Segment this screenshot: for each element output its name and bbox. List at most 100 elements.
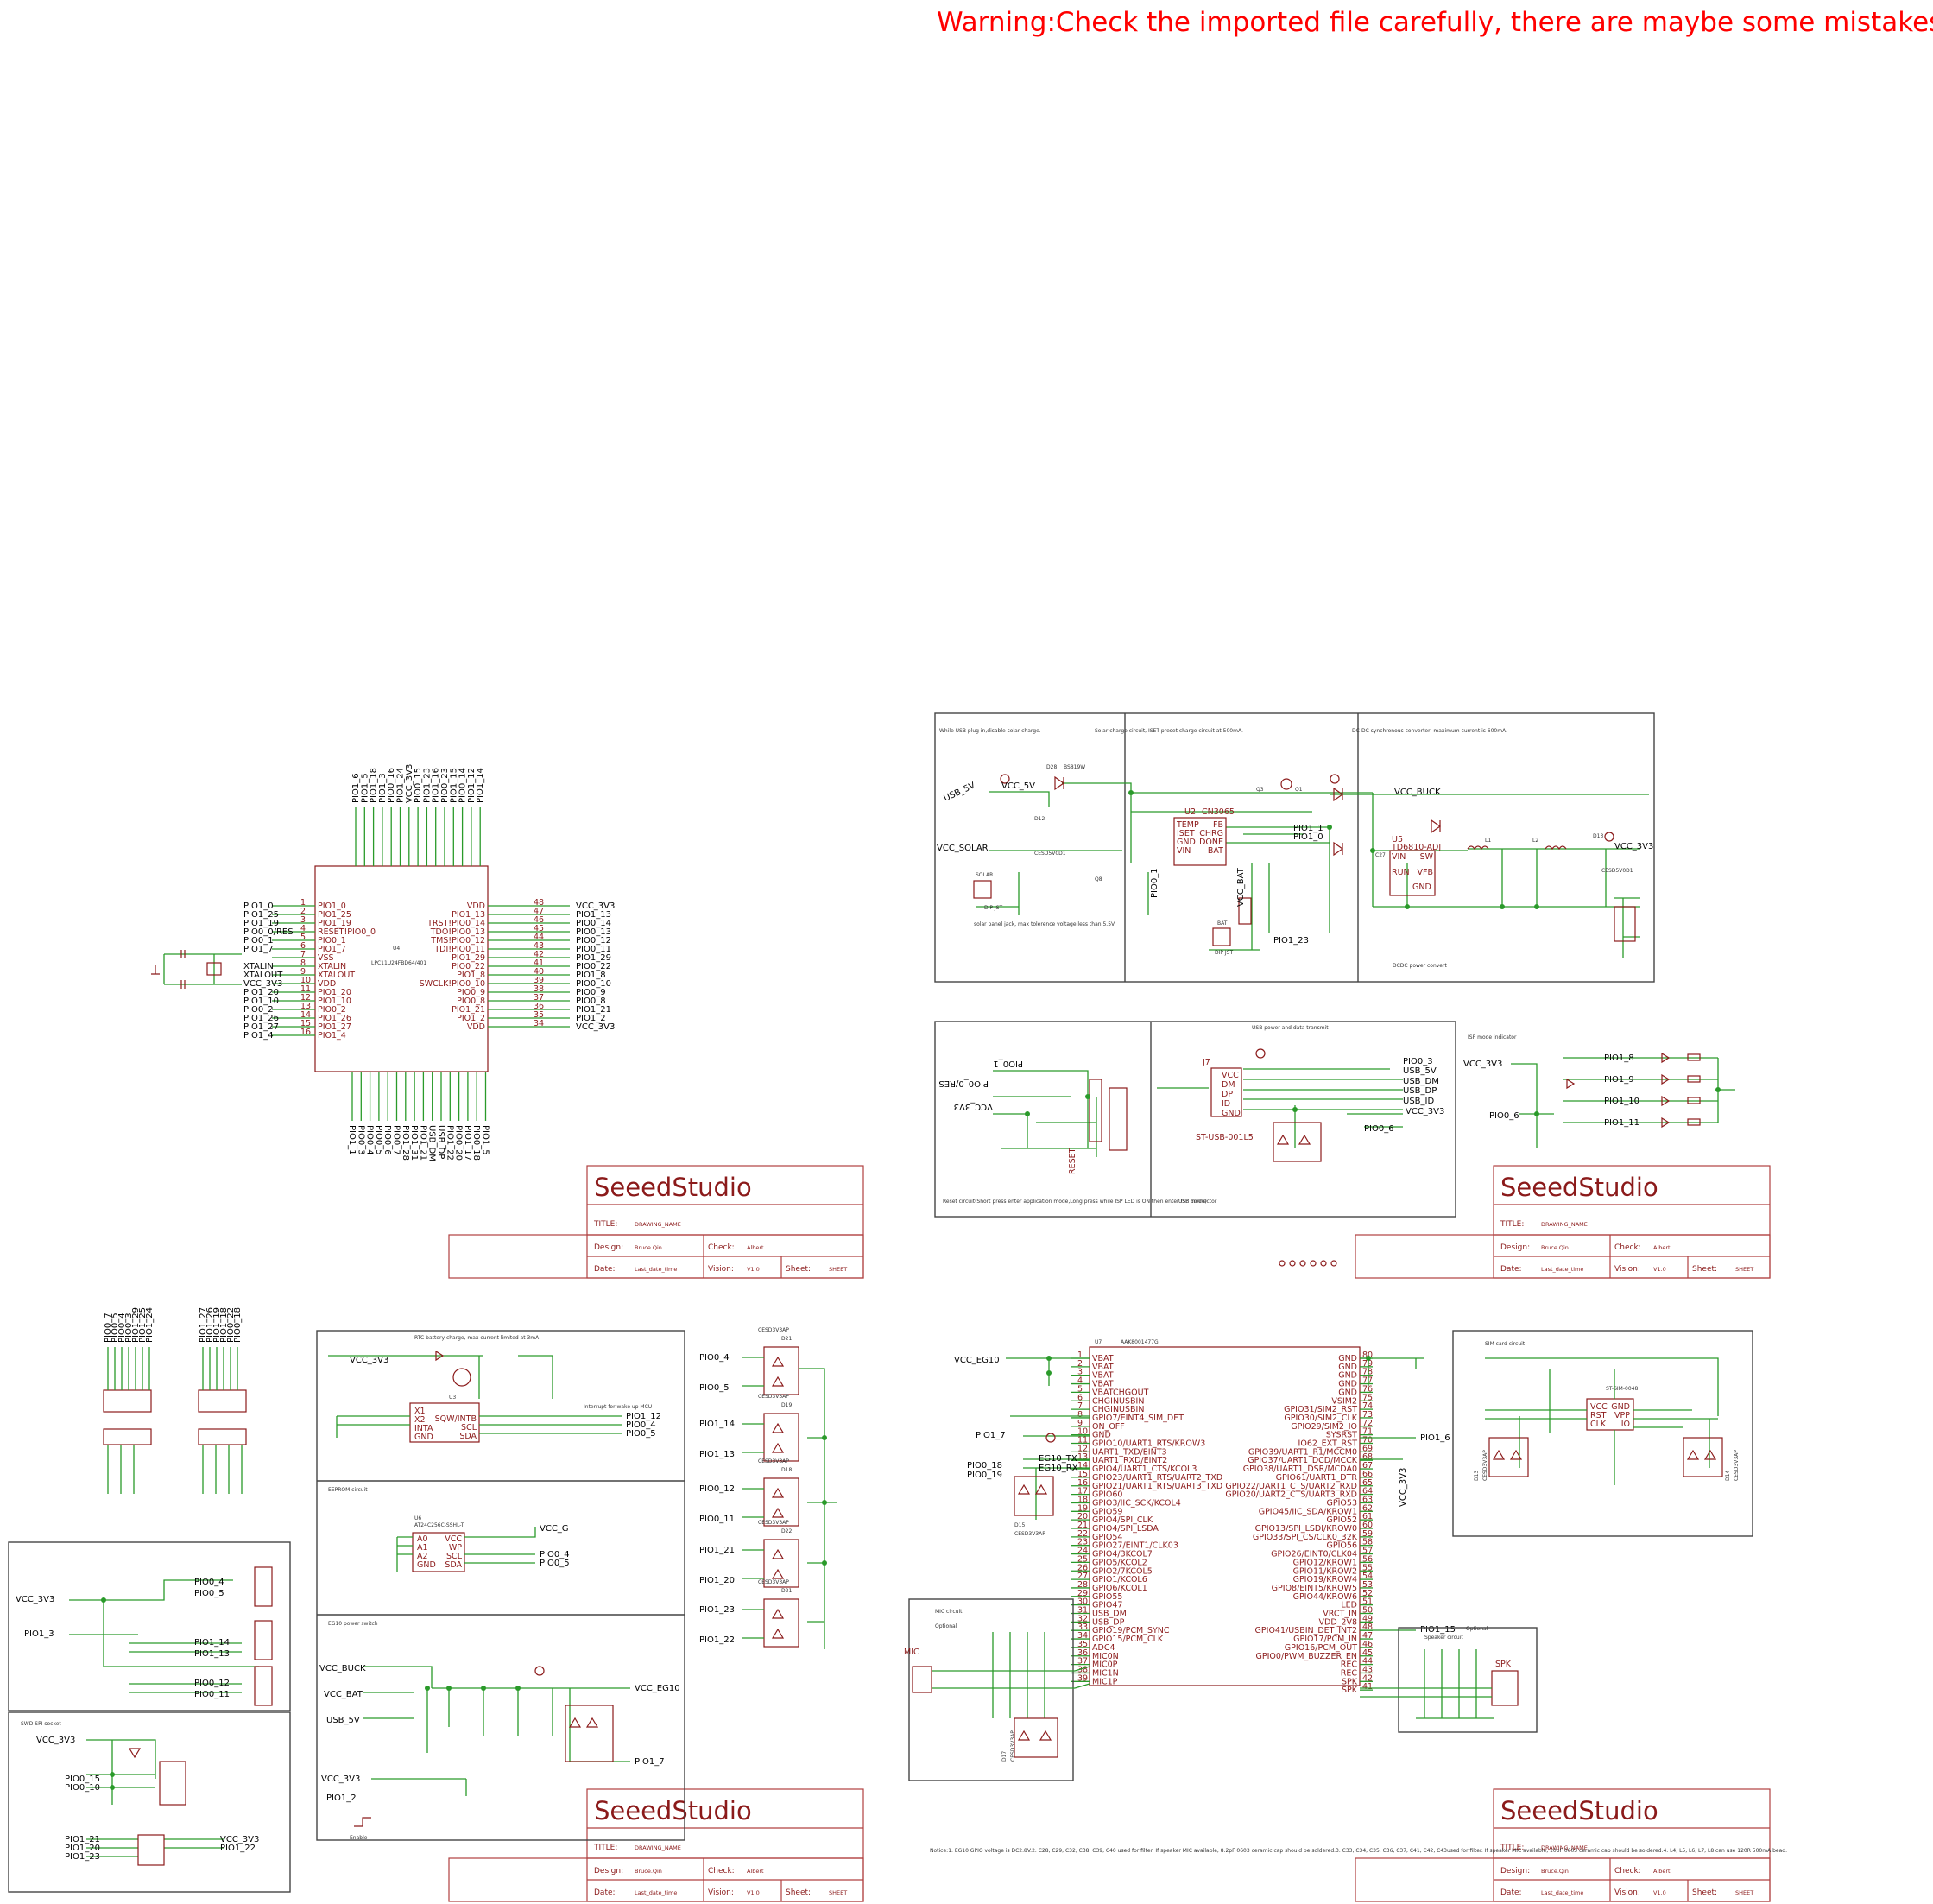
header-j10 — [198, 1389, 247, 1413]
rtc-net: PIO0_5 — [626, 1429, 656, 1439]
header-b-nets: PIO1_27PIO1_26PIO1_19PIO1_18PIO0_22PIO0_… — [199, 1307, 243, 1343]
gsm-pin-right: GPIO56 — [1327, 1541, 1357, 1551]
gsm-pinnum-left: 36 — [1077, 1648, 1088, 1658]
tb-sheet-label: Sheet: — [786, 1265, 811, 1274]
gsm-part: AAK8001477G — [1121, 1339, 1159, 1345]
mcu-pinnum-left: 4 — [300, 924, 306, 933]
eeprom-pin: A1 — [417, 1543, 428, 1553]
esd-array: CESD3V3APD21PIO0_4PIO0_5CESD3V3APD19PIO1… — [699, 1327, 799, 1648]
reset-label: RESET — [1068, 1148, 1077, 1174]
rtc-ref: U3 — [449, 1395, 456, 1401]
gsm-pin-left: VBAT — [1092, 1354, 1114, 1363]
eeprom-pin: SDA — [445, 1560, 462, 1570]
mcu-net-right: PIO0_10 — [576, 979, 611, 989]
gsm-pinnum-right: 80 — [1362, 1351, 1373, 1360]
mcu-pin-left: PIO1_4 — [318, 1031, 346, 1041]
gsm-pinnum-right: 67 — [1362, 1461, 1373, 1471]
grove-nets: VCC_3V3PIO1_3PIO0_4PIO0_5PIO1_14PIO1_13P… — [16, 1578, 230, 1699]
mcu-net-left: PIO1_25 — [243, 910, 279, 920]
power-switch-net: PIO1_7 — [635, 1757, 665, 1767]
bat-jack — [1212, 927, 1231, 946]
gsm-pin-left: GPIO59 — [1092, 1507, 1122, 1516]
power-part-label: D13 — [1593, 833, 1603, 839]
gsm-pinnum-left: 11 — [1077, 1436, 1088, 1445]
grove-net: PIO1_14 — [194, 1638, 230, 1648]
charger-pin: CHRG — [1199, 829, 1223, 838]
gsm-esd-label: D17 — [1001, 1751, 1008, 1762]
gsm-pinnum-right: 78 — [1362, 1368, 1373, 1377]
header-a-net: PIO0_4 — [117, 1313, 127, 1343]
power-switch-net: VCC_BAT — [324, 1690, 363, 1699]
gsm-pin-left: GPIO21/UART1_RTS/UART3_TXD — [1092, 1482, 1222, 1491]
mcu-net-bottom: PIO0_18 — [471, 1125, 481, 1161]
gsm-pinnum-right: 63 — [1362, 1495, 1373, 1504]
tb-check-value: Albert — [1653, 1244, 1671, 1251]
mcu-pin-right: PIO1_2 — [457, 1014, 485, 1023]
tb-check-label: Check: — [1614, 1867, 1641, 1876]
esd-ref: D18 — [781, 1467, 792, 1473]
speaker-connector — [1491, 1670, 1519, 1706]
mcu-net-bottom: PIO1_28 — [401, 1125, 410, 1161]
tb-sheet-value: SHEET — [829, 1889, 847, 1896]
power-net: USB_5V — [943, 781, 977, 803]
header-j2 — [103, 1389, 152, 1413]
power-part-label: BS819W — [1064, 764, 1085, 770]
gsm-pinnum-left: 29 — [1077, 1589, 1088, 1598]
gsm-pin-left: VBAT — [1092, 1363, 1114, 1372]
gsm-pin-left: MIC1N — [1092, 1668, 1119, 1678]
mcu-pinnum-right: 44 — [534, 933, 544, 942]
gsm-pinnum-left: 1 — [1077, 1351, 1083, 1360]
power-part-label: Q3 — [1256, 787, 1264, 793]
sim-pin: CLK — [1590, 1420, 1607, 1429]
gsm-pin-left: USB_DP — [1092, 1617, 1125, 1627]
mcu-net-left: PIO1_26 — [243, 1014, 279, 1023]
mcu-net-bottom: PIO0_20 — [454, 1125, 464, 1161]
esd-net: PIO1_14 — [699, 1420, 735, 1429]
tb-date-label: Date: — [594, 1888, 616, 1897]
usb-ref: J7 — [1202, 1058, 1210, 1067]
mcu-net-bottom: PIO0_4 — [365, 1125, 375, 1155]
solar-jack — [973, 880, 992, 899]
note-usb-connector: USB connector — [1178, 1199, 1217, 1205]
buck-ic — [1389, 850, 1436, 896]
power-net: VCC_3V3 — [1614, 842, 1653, 851]
gsm-net-labels: VCC_EG10PIO1_7EG10_TXEG10_RXPIO0_18PIO0_… — [954, 1356, 1456, 1635]
mcu-pinnum-right: 36 — [534, 1002, 544, 1011]
gsm-pin-right: GND — [1338, 1380, 1357, 1389]
import-warning: Warning:Check the imported file carefull… — [937, 7, 1933, 38]
title-block-3: SeeedStudioTITLE:DRAWING_NAMEDesign:Bruc… — [448, 1788, 864, 1902]
tb-sheet-value: SHEET — [1735, 1266, 1753, 1273]
mcu-pin-right: PIO1_29 — [452, 953, 485, 963]
power-part-label: Q1 — [1295, 787, 1303, 793]
mcu-net-top: PIO0_15 — [414, 768, 423, 803]
esd-ref: D19 — [781, 1402, 792, 1408]
mcu-net-right: VCC_3V3 — [576, 1022, 615, 1032]
gsm-pinnum-right: 59 — [1362, 1529, 1373, 1539]
gsm-pin-right: GPIO52 — [1327, 1515, 1357, 1525]
power-title: EG10 power switch — [328, 1621, 378, 1627]
swd-net: PIO1_21 — [65, 1835, 100, 1844]
eeprom-title: EEPROM circuit — [328, 1487, 368, 1493]
gsm-pinnum-right: 45 — [1362, 1648, 1373, 1658]
esd-ref: D21 — [781, 1336, 792, 1342]
tb-date-value: Last_date_time — [1541, 1889, 1583, 1896]
gsm-pin-right: GPIO22/UART1_CTS/UART2_RXD — [1225, 1482, 1357, 1491]
spk-label: SPK — [1495, 1660, 1512, 1669]
gsm-pinnum-left: 38 — [1077, 1665, 1088, 1674]
tb-company: SeeedStudio — [1500, 1796, 1658, 1825]
eeprom-net: PIO0_4 — [540, 1550, 570, 1559]
gsm-pin-left: GPIO4/SPI_CLK — [1092, 1515, 1153, 1525]
mcu-net-bottom: PIO1_22 — [445, 1125, 454, 1161]
power-part-label: Q8 — [1095, 876, 1102, 882]
gsm-pin-right: GND — [1338, 1388, 1357, 1397]
gsm-pinnum-right: 75 — [1362, 1393, 1373, 1402]
power-frame — [934, 712, 1655, 983]
gsm-pin-right: GPIO8/EINT5/KROW5 — [1272, 1584, 1357, 1593]
mic-label: MIC — [904, 1648, 919, 1657]
rtc-ic — [409, 1402, 480, 1443]
buck-pin: GND — [1412, 882, 1431, 892]
gsm-pinnum-left: 35 — [1077, 1640, 1088, 1649]
